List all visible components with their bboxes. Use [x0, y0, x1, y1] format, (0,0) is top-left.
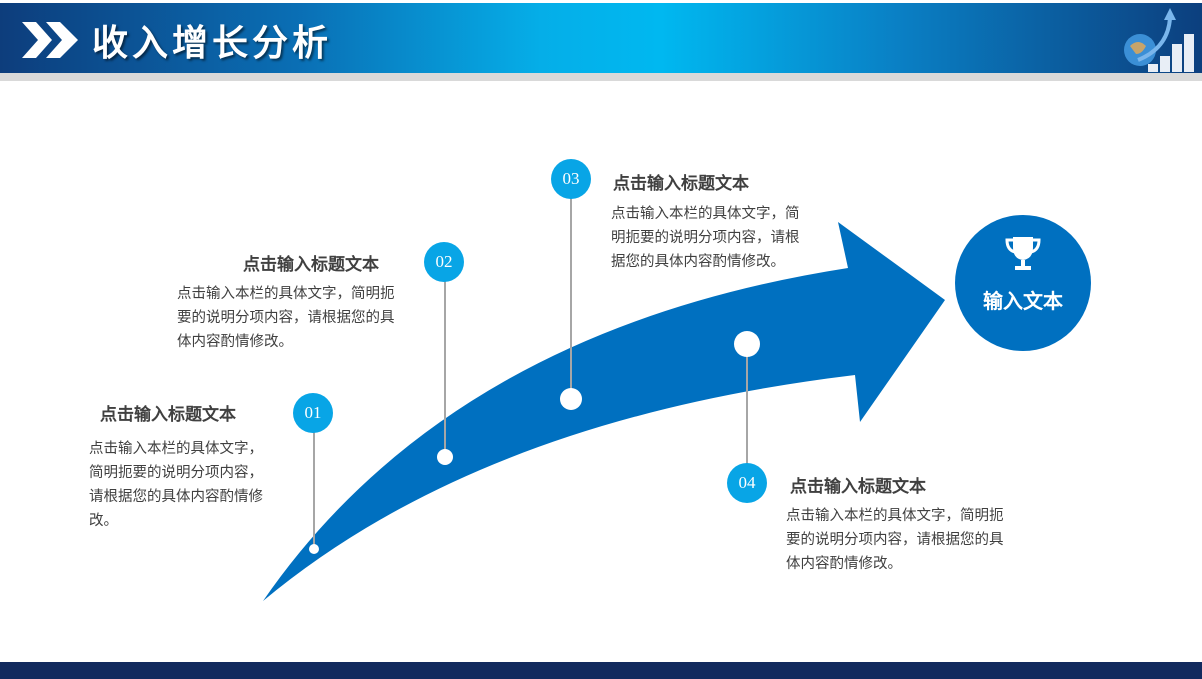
header-bar	[0, 3, 1202, 73]
trophy-icon	[1005, 237, 1041, 270]
step-badge-03: 03	[551, 159, 591, 199]
step-badge-04: 04	[727, 463, 767, 503]
step-badge-02: 02	[424, 242, 464, 282]
item-body-04: 点击输入本栏的具体文字，简明扼要的说明分项内容，请根据您的具体内容酌情修改。	[786, 508, 1004, 572]
milestone-dot-02	[437, 449, 453, 465]
item-title-04: 点击输入标题文本	[790, 477, 926, 497]
page-title: 收入增长分析	[92, 23, 333, 64]
growth-chart-globe-icon	[1124, 8, 1194, 72]
milestone-dot-03	[560, 388, 582, 410]
item-title-03: 点击输入标题文本	[613, 174, 749, 194]
growth-arrow	[263, 222, 945, 601]
item-title-01: 点击输入标题文本	[100, 405, 236, 425]
footer-bar	[0, 662, 1202, 679]
item-body-02: 点击输入本栏的具体文字，简明扼要的说明分项内容，请根据您的具体内容酌情修改。	[177, 286, 395, 350]
item-body-03: 点击输入本栏的具体文字，简明扼要的说明分项内容，请根据您的具体内容酌情修改。	[611, 206, 800, 270]
goal-label: 输入文本	[983, 289, 1063, 313]
goal-circle: 输入文本	[955, 215, 1091, 351]
item-body-01: 点击输入本栏的具体文字，简明扼要的说明分项内容，请根据您的具体内容酌情修改。	[89, 441, 263, 529]
milestone-dot-04	[734, 331, 760, 357]
milestone-dot-01	[309, 544, 319, 554]
header-divider	[0, 73, 1202, 81]
item-title-02: 点击输入标题文本	[243, 255, 379, 275]
double-chevron-icon	[22, 22, 78, 58]
step-badge-01: 01	[293, 393, 333, 433]
